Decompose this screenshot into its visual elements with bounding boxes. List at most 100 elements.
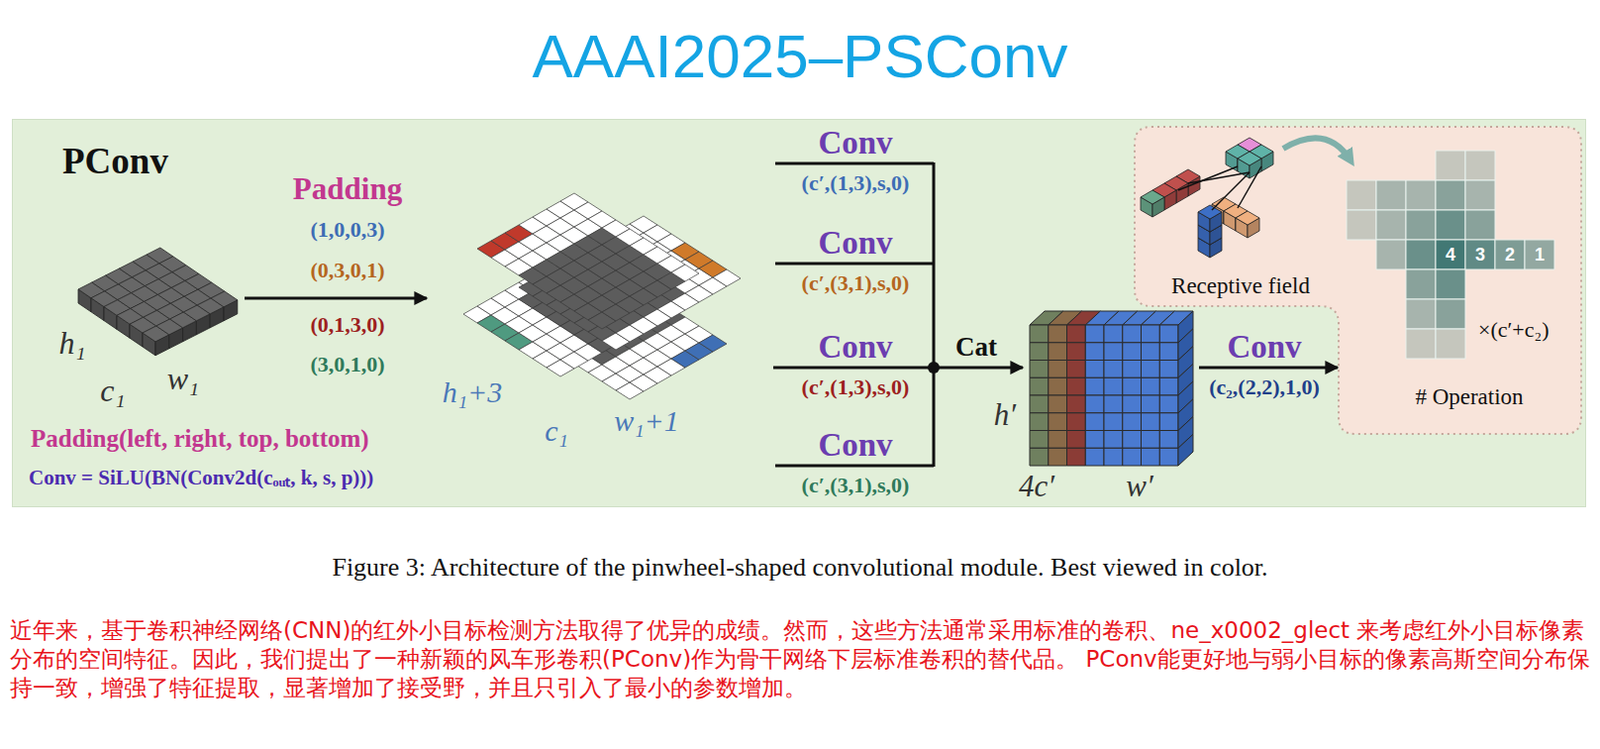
padding-tuple: (0,1,3,0) — [309, 311, 385, 337]
cube-cell — [1048, 342, 1068, 361]
cube-cell — [1103, 447, 1123, 466]
branch-line — [775, 464, 934, 468]
operation-cell — [1405, 209, 1436, 240]
dimension-label: 4c′ — [1018, 468, 1055, 504]
operation-cell — [1465, 180, 1496, 210]
cell-number: 2 — [1504, 244, 1515, 266]
cube-cell — [1141, 377, 1161, 396]
cube-cell — [1141, 395, 1161, 413]
grid-cell — [712, 269, 741, 287]
conv-params: (c′,(3,1),s,0) — [801, 472, 910, 498]
conv-params: (c′,(1,3),s,0) — [801, 170, 910, 196]
cell-number: 4 — [1445, 244, 1456, 266]
operation-cell — [1465, 150, 1496, 181]
voxel-face — [1235, 210, 1260, 225]
cube-cell — [1048, 377, 1068, 396]
cube-cell — [1141, 447, 1161, 466]
cube-cell — [1048, 412, 1068, 431]
operation-cell — [1435, 209, 1466, 240]
cube-cell — [1159, 360, 1179, 379]
cube-cell — [1085, 447, 1104, 466]
padding-tuple: (3,0,1,0) — [309, 351, 385, 377]
merge-line — [932, 162, 936, 467]
cube-cell — [1085, 377, 1104, 396]
operation-cell — [1405, 269, 1436, 300]
voxel-face — [1198, 204, 1222, 219]
cube-cell — [1159, 324, 1179, 343]
dimension-label: h₁+3 — [442, 375, 503, 410]
voxel-face — [1140, 190, 1165, 204]
cube-cell — [1141, 412, 1161, 431]
padding-note: Padding(left, right, top, bottom) — [30, 424, 370, 454]
flow-arrow — [244, 297, 427, 300]
operation-cell — [1435, 269, 1466, 300]
padding-tuple: (0,3,0,1) — [309, 257, 385, 283]
field-line — [1188, 172, 1250, 184]
multiplier-label: ×(c′+c₂) — [1478, 316, 1549, 342]
dimension-label: h′ — [994, 397, 1016, 433]
conv-label: Conv — [817, 224, 893, 263]
operation-cell — [1405, 299, 1436, 329]
cube-cell — [1048, 360, 1068, 379]
cube-cell — [1159, 377, 1179, 396]
operation-cell — [1405, 328, 1436, 359]
cube-cell — [1029, 395, 1049, 413]
branch-line — [775, 162, 934, 166]
cube-cell — [1159, 342, 1179, 361]
grid-cell — [671, 264, 700, 282]
cube-cell — [1048, 324, 1068, 343]
illustration-group — [78, 137, 1555, 466]
cube-cell — [1122, 412, 1142, 431]
tensor-cell — [210, 291, 238, 307]
cube-cell — [1122, 342, 1142, 361]
cube-cell — [1141, 430, 1161, 449]
cube-cell — [1067, 447, 1087, 466]
cube-cell — [1048, 447, 1068, 466]
cell-number: 3 — [1475, 244, 1486, 266]
conv-params: (c₂,(2,2),1,0) — [1208, 374, 1320, 400]
cube-cell — [1067, 377, 1087, 396]
page-title: AAAI2025–PSConv — [531, 20, 1068, 92]
conv-definition: Conv = SiLU(BN(Conv2d(cₒᵤₜ, k, s, p))) — [28, 465, 374, 490]
cube-cell — [1159, 412, 1179, 431]
cube-cell — [1085, 395, 1104, 413]
cube-side — [1178, 433, 1194, 466]
cube-cell — [1067, 342, 1087, 361]
cube-cell — [1029, 447, 1049, 466]
dimension-label: c₁ — [100, 372, 125, 409]
grid-cell — [699, 334, 727, 352]
cube-cell — [1103, 377, 1123, 396]
cube-cell — [1029, 430, 1049, 449]
cube-cell — [1159, 447, 1179, 466]
dimension-label: c₁ — [544, 413, 569, 449]
conv-params: (c′,(3,1),s,0) — [801, 270, 910, 296]
cube-cell — [1141, 360, 1161, 379]
operation-cell — [1435, 150, 1466, 181]
cube-cell — [1141, 324, 1161, 343]
edge-label: Conv — [1226, 328, 1301, 367]
figure-caption: Figure 3: Architecture of the pinwheel-s… — [331, 552, 1268, 583]
cube-cell — [1122, 430, 1142, 449]
conv-label: Conv — [817, 328, 893, 367]
voxel-face — [1237, 151, 1262, 166]
dimension-label: w₁+1 — [613, 403, 680, 439]
operation-cell — [1346, 209, 1377, 240]
cube-cell — [1103, 430, 1123, 449]
cube-cell — [1103, 342, 1123, 361]
cube-cell — [1029, 412, 1049, 431]
cube-cell — [1067, 430, 1087, 449]
cube-cell — [1122, 377, 1142, 396]
cube-cell — [1103, 360, 1123, 379]
cube-cell — [1029, 360, 1049, 379]
operation-cell — [1376, 239, 1406, 270]
branch-line — [775, 262, 934, 266]
cube-cell — [1067, 324, 1087, 343]
operation-cell — [1465, 239, 1496, 270]
flow-arrow — [773, 366, 1023, 370]
field-line — [1178, 166, 1238, 191]
operation-cell — [1405, 239, 1436, 270]
dimension-label: w₁ — [167, 360, 200, 398]
cube-cell — [1029, 342, 1049, 361]
